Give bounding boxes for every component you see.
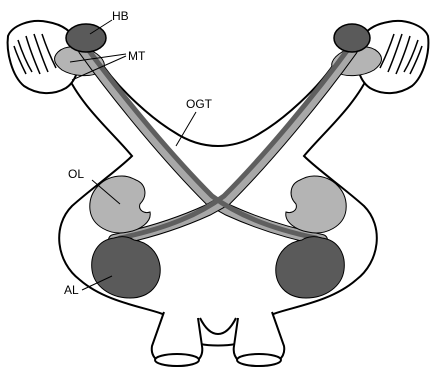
label-ol: OL — [68, 167, 84, 181]
right-stump — [234, 312, 285, 366]
label-mt: MT — [128, 49, 146, 63]
label-ogt: OGT — [186, 97, 213, 111]
label-al: AL — [64, 283, 79, 297]
label-hb: HB — [112, 9, 129, 23]
left-stump — [152, 312, 203, 366]
right-hemiellipsoid-body — [334, 24, 370, 52]
